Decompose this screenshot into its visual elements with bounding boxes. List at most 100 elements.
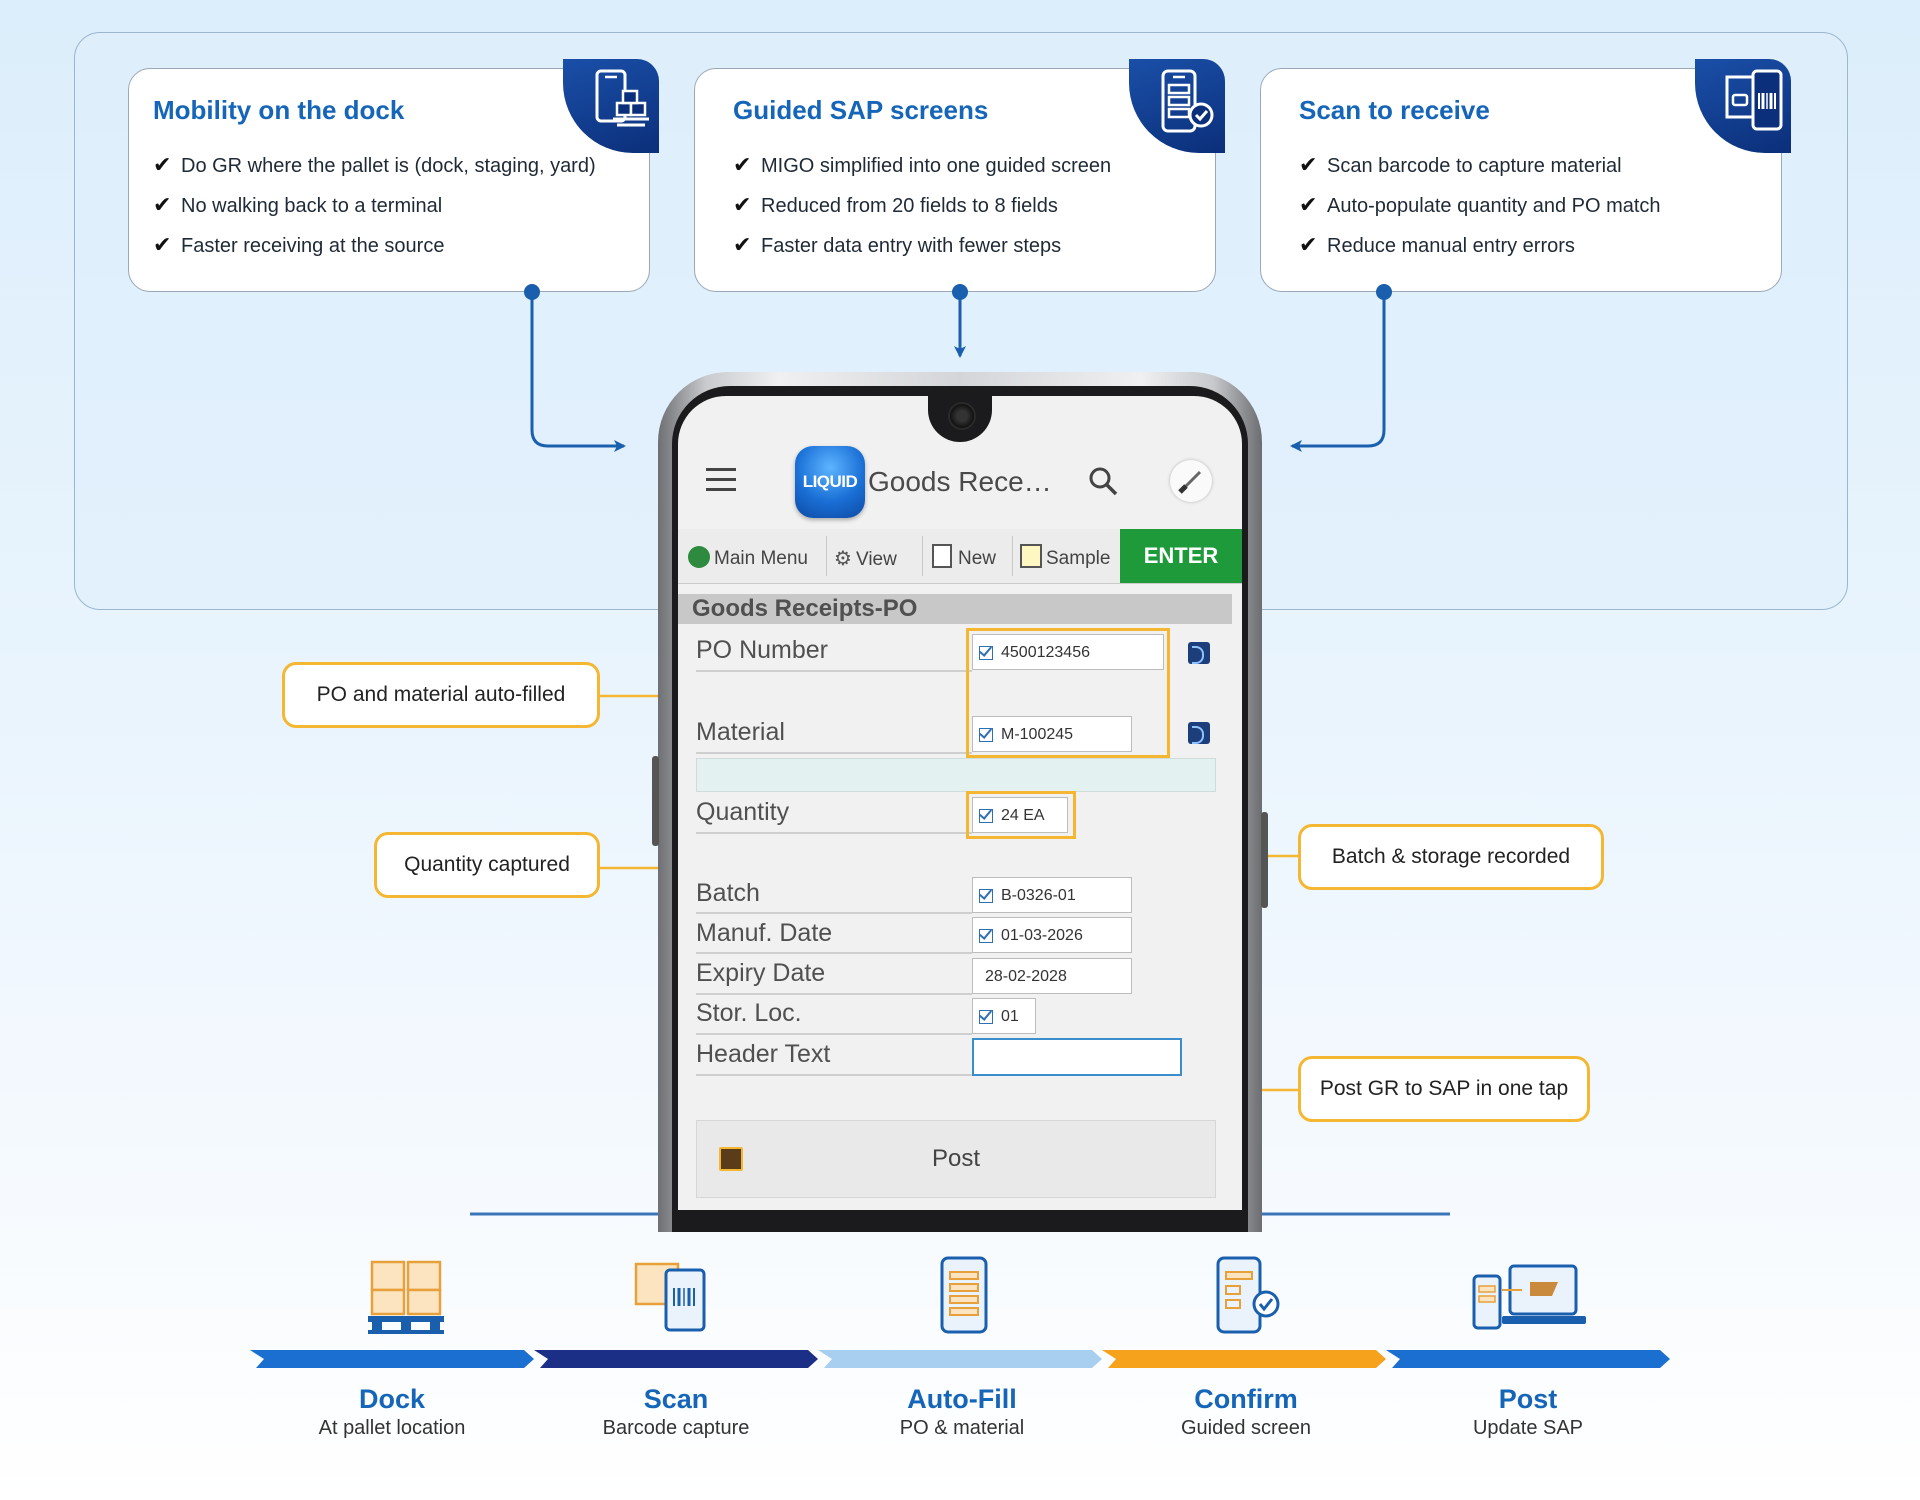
check-icon: ✔: [153, 152, 172, 177]
check-icon: ✔: [1299, 232, 1318, 257]
power-button: [1261, 812, 1268, 908]
sample-icon: [1020, 544, 1042, 568]
autofill-highlight: [966, 628, 1170, 758]
step-subtitle: Barcode capture: [602, 1417, 750, 1439]
material-label: Material: [696, 718, 785, 746]
check-icon: ✔: [1299, 152, 1318, 177]
new-button[interactable]: New: [932, 529, 996, 583]
volume-button: [652, 756, 659, 846]
checkbox-icon: [979, 728, 993, 742]
feature-card-mobility: Mobility on the dock ✔Do GR where the pa…: [128, 59, 659, 292]
step-arrow: [1102, 1350, 1386, 1368]
callout-auto-filled: PO and material auto-filled: [282, 662, 600, 728]
card-title: Guided SAP screens: [733, 95, 989, 125]
stor-loc-field[interactable]: 01: [972, 998, 1036, 1034]
section-header: Goods Receipts-PO: [678, 594, 1232, 624]
step-post: Post Update SAP: [1388, 1384, 1668, 1440]
main-menu-button[interactable]: Main Menu: [688, 529, 808, 583]
expiry-date-field[interactable]: 28-02-2028: [972, 958, 1132, 994]
manuf-date-field[interactable]: 01-03-2026: [972, 917, 1132, 953]
checkbox-icon: [979, 809, 993, 823]
step-arrow: [818, 1350, 1102, 1368]
list-item: ✔Auto-populate quantity and PO match: [1299, 185, 1661, 225]
header-text-label: Header Text: [696, 1040, 831, 1068]
scan-icon[interactable]: [1188, 642, 1210, 664]
quantity-highlight: [966, 791, 1076, 839]
mobile-form-icon: [940, 1256, 988, 1334]
divider: [696, 1074, 972, 1076]
save-icon: [719, 1147, 743, 1171]
app-title: Goods Rece…: [868, 466, 1052, 497]
list-item: ✔Reduce manual entry errors: [1299, 225, 1661, 265]
manuf-date-label: Manuf. Date: [696, 919, 833, 947]
scan-icon[interactable]: [1188, 722, 1210, 744]
check-icon: ✔: [153, 192, 172, 217]
step-title: Dock: [358, 1384, 426, 1414]
po-number-field[interactable]: 4500123456: [972, 634, 1164, 670]
feature-card-scan: Scan to receive ✔Scan barcode to capture…: [1260, 59, 1791, 292]
step-scan: Scan Barcode capture: [536, 1384, 816, 1440]
header-text-field[interactable]: [972, 1038, 1182, 1076]
material-field[interactable]: M-100245: [972, 716, 1132, 752]
enter-button[interactable]: ENTER: [1120, 529, 1242, 583]
divider: [696, 832, 972, 834]
step-title: Confirm: [1194, 1384, 1298, 1414]
view-button[interactable]: ⚙View: [834, 529, 897, 583]
step-confirm: Confirm Guided screen: [1106, 1384, 1386, 1440]
toolbar-divider: [1012, 536, 1013, 576]
feature-card-guided: Guided SAP screens ✔MIGO simplified into…: [694, 59, 1225, 292]
checkbox-icon: [979, 646, 993, 660]
batch-label: Batch: [696, 879, 760, 907]
scan-box-icon: [634, 1262, 706, 1332]
globe-icon: [688, 546, 710, 568]
step-title: Auto-Fill: [907, 1384, 1017, 1414]
new-document-icon: [932, 544, 952, 568]
list-item: ✔Do GR where the pallet is (dock, stagin…: [153, 145, 596, 185]
search-icon[interactable]: [1088, 466, 1118, 496]
mobile-confirm-icon: [1216, 1256, 1280, 1334]
checkbox-icon: [979, 929, 993, 943]
check-icon: ✔: [153, 232, 172, 257]
step-dock: Dock At pallet location: [252, 1384, 532, 1440]
stor-loc-label: Stor. Loc.: [696, 999, 802, 1027]
quantity-field[interactable]: 24 EA: [972, 797, 1068, 833]
step-subtitle: Update SAP: [1472, 1417, 1584, 1439]
check-icon: ✔: [1299, 192, 1318, 217]
list-item: ✔No walking back to a terminal: [153, 185, 596, 225]
toolbar-divider: [922, 536, 923, 576]
divider: [696, 670, 972, 672]
card-title: Scan to receive: [1299, 95, 1490, 125]
card-title: Mobility on the dock: [153, 95, 405, 125]
mobile-pallet-icon: [595, 69, 649, 127]
callout-post: Post GR to SAP in one tap: [1298, 1056, 1590, 1122]
list-item: ✔Reduced from 20 fields to 8 fields: [733, 185, 1111, 225]
list-item: ✔Faster data entry with fewer steps: [733, 225, 1111, 265]
pallet-boxes-icon: [368, 1260, 444, 1334]
post-label: Post: [931, 1145, 981, 1172]
expiry-date-label: Expiry Date: [696, 959, 826, 987]
hamburger-menu-icon[interactable]: [706, 468, 736, 492]
step-arrow: [534, 1350, 818, 1368]
batch-field[interactable]: B-0326-01: [972, 877, 1132, 913]
divider: [696, 993, 972, 995]
check-icon: ✔: [733, 192, 752, 217]
step-title: Post: [1498, 1384, 1558, 1414]
check-icon: ✔: [733, 152, 752, 177]
sample-button[interactable]: Sample: [1020, 529, 1110, 583]
mobile-form-check-icon: [1161, 69, 1214, 133]
step-title: Scan: [643, 1384, 709, 1414]
step-arrow: [1386, 1350, 1670, 1368]
barcode-scanner-icon: [1725, 69, 1783, 131]
toolbar-divider: [826, 536, 827, 576]
checkbox-icon: [979, 1010, 993, 1024]
card-list: ✔Do GR where the pallet is (dock, stagin…: [153, 145, 596, 265]
brush-button[interactable]: [1170, 460, 1212, 502]
post-button[interactable]: Post: [696, 1120, 1216, 1198]
quantity-label: Quantity: [696, 798, 790, 826]
card-list: ✔Scan barcode to capture material ✔Auto-…: [1299, 145, 1661, 265]
step-subtitle: At pallet location: [318, 1417, 466, 1439]
card-list: ✔MIGO simplified into one guided screen …: [733, 145, 1111, 265]
divider: [696, 952, 972, 954]
app-logo: LIQUID: [795, 446, 865, 518]
